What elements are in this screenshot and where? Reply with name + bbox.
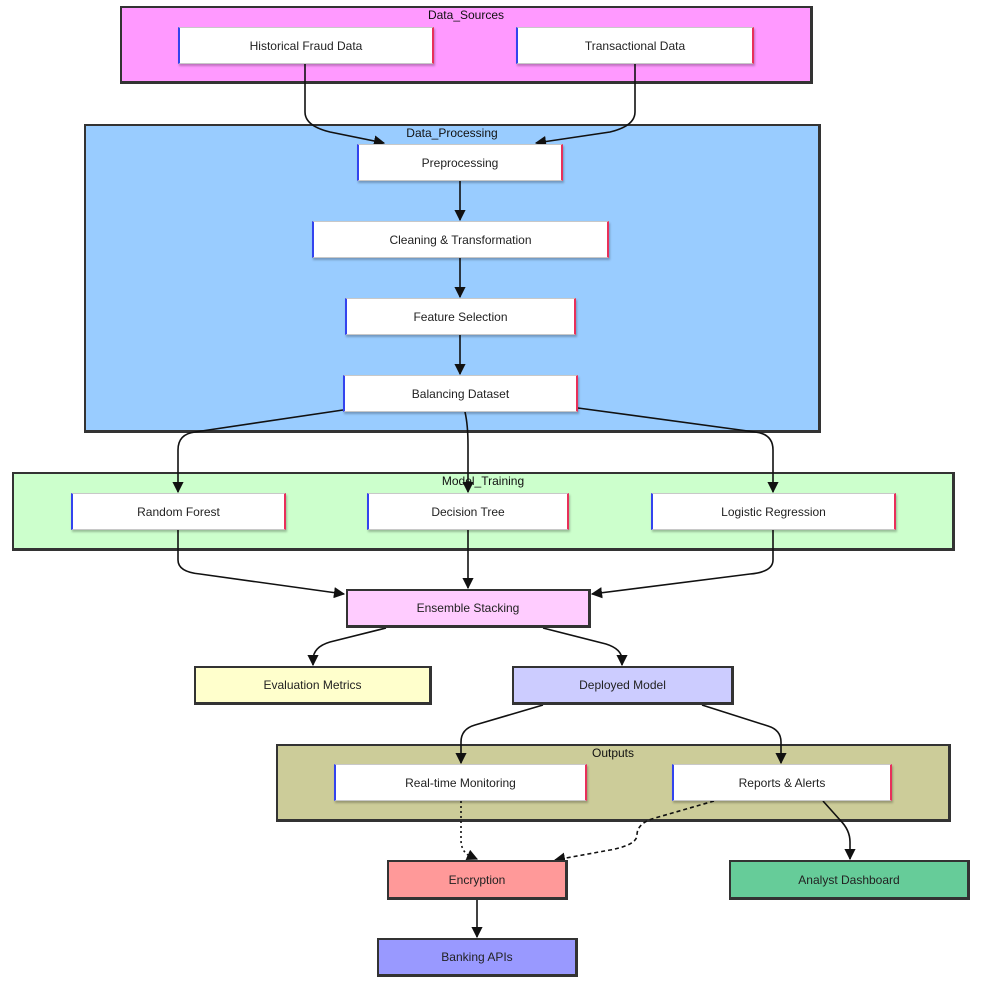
node-encryption[interactable]: Encryption [387,860,568,900]
node-banking-apis[interactable]: Banking APIs [377,938,578,977]
node-ensemble-stacking[interactable]: Ensemble Stacking [346,589,591,628]
cluster-label-data-processing: Data_Processing [406,126,498,140]
edge-ensemble-stacking-to-deployed-model [542,627,628,667]
edge-realtime-monitoring-to-encryption [460,801,479,861]
edge-deployed-model-to-reports-alerts [701,704,787,765]
edge-historical-fraud-data-to-preprocessing [304,64,386,147]
cluster-label-data-sources: Data_Sources [427,8,505,22]
edge-reports-alerts-to-encryption [553,800,715,864]
node-cleaning-transformation[interactable]: Cleaning & Transformation [312,221,609,258]
node-decision-tree[interactable]: Decision Tree [367,493,569,530]
cluster-label-outputs: Outputs [591,746,635,760]
node-realtime-monitoring[interactable]: Real-time Monitoring [334,764,587,801]
node-analyst-dashboard[interactable]: Analyst Dashboard [729,860,970,900]
edge-balancing-dataset-to-decision-tree [462,411,474,494]
edge-random-forest-to-ensemble-stacking [177,530,346,599]
node-random-forest[interactable]: Random Forest [71,493,286,530]
node-feature-selection[interactable]: Feature Selection [345,298,576,335]
node-logistic-regression[interactable]: Logistic Regression [651,493,896,530]
node-evaluation-metrics[interactable]: Evaluation Metrics [194,666,432,705]
node-historical-fraud-data[interactable]: Historical Fraud Data [178,27,434,64]
node-deployed-model[interactable]: Deployed Model [512,666,734,705]
edge-balancing-dataset-to-logistic-regression [577,407,779,494]
node-balancing-dataset[interactable]: Balancing Dataset [343,375,578,412]
edge-balancing-dataset-to-random-forest [172,409,344,494]
node-preprocessing[interactable]: Preprocessing [357,144,563,181]
edge-transactional-data-to-preprocessing [534,64,636,148]
edge-logistic-regression-to-ensemble-stacking [590,530,774,599]
node-reports-alerts[interactable]: Reports & Alerts [672,764,892,801]
edge-reports-alerts-to-analyst-dashboard [822,800,856,861]
edge-ensemble-stacking-to-evaluation-metrics [307,627,387,667]
edge-deployed-model-to-realtime-monitoring [455,704,544,765]
node-transactional-data[interactable]: Transactional Data [516,27,754,64]
